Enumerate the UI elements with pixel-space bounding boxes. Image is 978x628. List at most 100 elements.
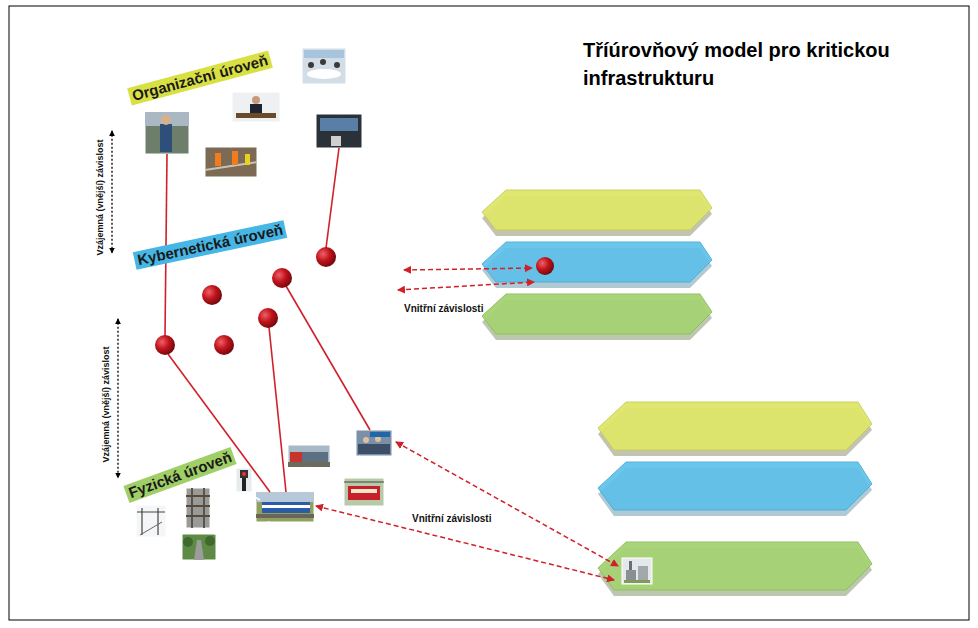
- diagram-title: Tříúrovňový model pro kritickou infrastr…: [583, 36, 953, 92]
- organization-photo: [232, 92, 280, 122]
- level-ellipse-highlight: [100, 33, 390, 163]
- physical-link: [246, 492, 260, 500]
- physical-link: [210, 506, 256, 516]
- internal-dependency-arrow: [398, 282, 534, 290]
- organization-photo: [302, 48, 346, 84]
- organization-photo: [145, 112, 189, 126]
- system-dot: [536, 257, 554, 275]
- physical-link: [298, 467, 306, 492]
- physical-photo: [140, 522, 162, 535]
- power-plant-photo: [638, 566, 648, 582]
- level-link: [326, 148, 339, 248]
- level-ellipse-face: [97, 30, 393, 166]
- organization-photo: [245, 154, 250, 165]
- organization-photo: [236, 113, 276, 118]
- physical-photo: [182, 534, 216, 560]
- power-plant-photo: [622, 558, 652, 584]
- level-link: [286, 286, 370, 430]
- physical-photo: [256, 514, 314, 518]
- physical-photo: [136, 505, 166, 537]
- organization-link: [330, 84, 339, 114]
- organization-link: [280, 74, 302, 100]
- level-ellipse-highlight: [118, 420, 482, 570]
- physical-photo: [344, 478, 384, 506]
- physical-photo: [183, 537, 193, 547]
- internal-dependency-arrow: [396, 442, 618, 566]
- physical-photo: [288, 462, 330, 467]
- system-dot: [202, 285, 222, 305]
- level-ellipse-face: [100, 208, 460, 358]
- physical-link: [166, 443, 360, 534]
- physical-link: [210, 482, 236, 498]
- physical-photo: [351, 489, 377, 493]
- level-name: Fyzická úroveň: [123, 447, 237, 503]
- level-ellipse: Fyzická úroveň: [115, 417, 485, 573]
- physical-photo: [262, 502, 310, 513]
- physical-photo: [194, 540, 204, 560]
- organization-photo: [308, 62, 314, 68]
- level-ellipse-rim: [115, 423, 485, 579]
- level-link: [269, 327, 286, 492]
- organization-link: [231, 122, 256, 147]
- physical-photo: [356, 430, 392, 456]
- dependency-label: Vnitřní závislosti: [404, 303, 483, 315]
- organization-photo: [304, 50, 344, 58]
- system-dot: [214, 335, 234, 355]
- organization-photo: [250, 104, 262, 114]
- organization-link: [189, 110, 232, 128]
- level-ellipse-rim: [100, 214, 460, 364]
- physical-photo: [182, 534, 216, 560]
- physical-photo: [186, 495, 210, 497]
- organization-photo: [145, 112, 189, 154]
- layer-stack: [598, 402, 872, 596]
- physical-photo: [256, 492, 314, 522]
- cyber-link: [165, 295, 212, 345]
- system-dot: [155, 247, 336, 355]
- physical-photo: [363, 437, 369, 443]
- level-name: Kybernetická úroveň: [133, 220, 288, 270]
- cyber-link: [212, 278, 282, 295]
- organization-photo: [331, 136, 341, 146]
- physical-link: [214, 522, 270, 534]
- physical-photo: [370, 432, 390, 437]
- power-plant-photo: [624, 580, 650, 583]
- physical-photo: [205, 536, 215, 546]
- organization-photo: [232, 151, 238, 165]
- organization-photo: [232, 92, 280, 122]
- physical-photo: [191, 488, 193, 528]
- power-plant-photo: [622, 558, 652, 584]
- system-dot: [258, 308, 278, 328]
- level-ellipse-highlight: [103, 211, 457, 355]
- layer-stack: [598, 462, 872, 510]
- physical-photo: [236, 468, 252, 492]
- physical-photo: [348, 486, 380, 500]
- level-link: [165, 148, 370, 492]
- physical-photo: [290, 452, 302, 462]
- organization-photo: [334, 62, 340, 68]
- internal-dependency-arrow: [316, 268, 618, 580]
- edge-label: Vzájemná (vnější) závislost: [100, 346, 111, 462]
- system-dot: [155, 335, 175, 355]
- physical-photo: [262, 505, 310, 508]
- level-ellipse-face: [115, 417, 485, 573]
- physical-link: [166, 512, 186, 516]
- physical-photo: [242, 472, 246, 476]
- physical-photo: [186, 488, 210, 528]
- physical-link: [330, 443, 356, 452]
- layer-stack: [482, 294, 712, 334]
- layer-stack: [482, 242, 712, 282]
- dependency-label: Vnitřní závislosti: [412, 513, 491, 525]
- layer-stack: [482, 190, 712, 230]
- layer-stack: [482, 190, 712, 340]
- organization-photo: [215, 153, 221, 166]
- physical-photo: [186, 488, 210, 528]
- physical-link: [314, 494, 344, 504]
- physical-photo: [356, 430, 392, 456]
- physical-photo: [344, 478, 384, 506]
- organization-photo: [205, 147, 257, 177]
- organization-photo: [205, 147, 257, 177]
- layer-stack: [598, 402, 872, 450]
- level-ellipse: Kybernetická úroveň: [100, 208, 460, 358]
- organization-photo: [145, 112, 189, 154]
- level-ellipse-shape: [115, 417, 485, 573]
